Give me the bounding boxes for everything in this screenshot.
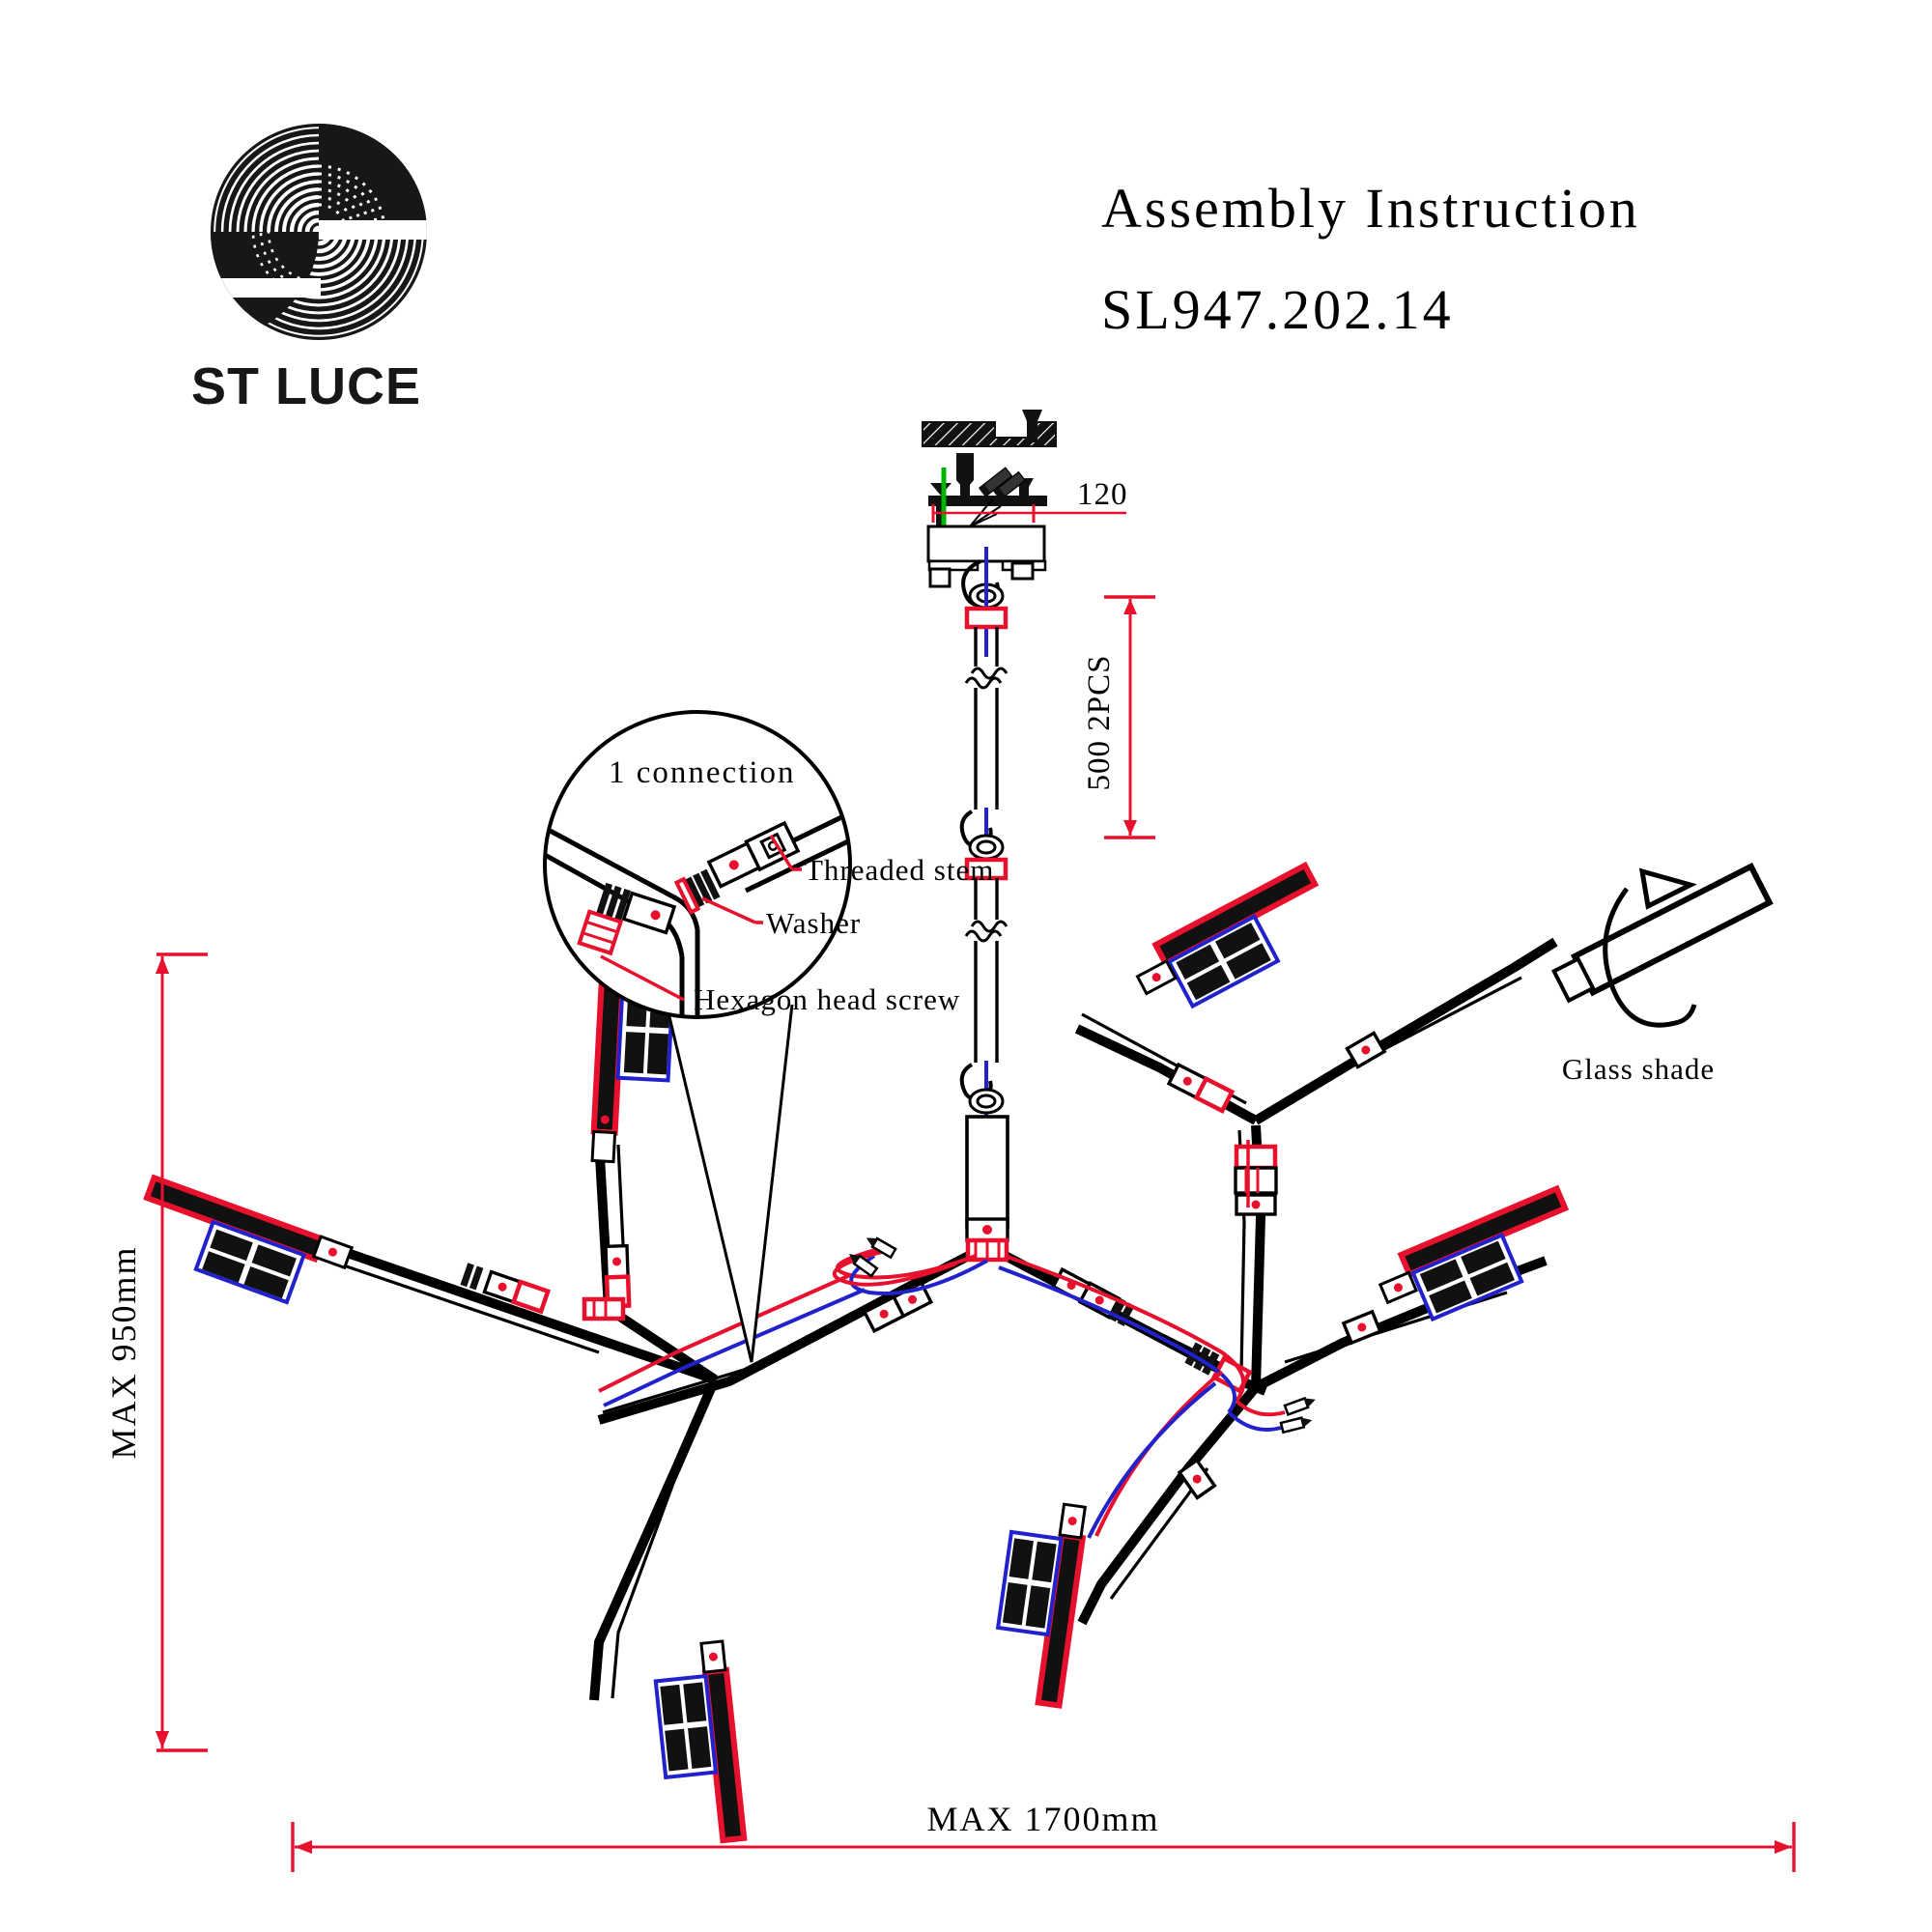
dim-rod-length: 500 2PCS xyxy=(1082,595,1155,839)
label-washer: Washer xyxy=(766,906,861,940)
leader-threaded-stem xyxy=(769,835,794,870)
ceiling-slab-icon xyxy=(922,410,1057,447)
lamp-head-upper-right xyxy=(1135,861,1320,1009)
hub-left xyxy=(302,1139,720,1701)
wire-terminal-right xyxy=(1279,1396,1316,1435)
lamp-head-bottom-left xyxy=(653,1639,748,1844)
lamp-head-left-lower xyxy=(143,1174,355,1305)
joint-connectors xyxy=(460,1031,1387,1500)
canopy-lip-left xyxy=(927,559,980,572)
central-stem xyxy=(959,580,1009,1229)
lamp-head-bottom-center xyxy=(995,1502,1088,1709)
glass-shade-label: Glass shade xyxy=(1562,1052,1715,1086)
glass-shade-callout: Glass shade xyxy=(1550,862,1774,1086)
dim-120: 120 xyxy=(931,477,1128,523)
dim-max-height-label: MAX 950mm xyxy=(104,1245,143,1459)
dim-rod-length-label: 500 2PCS xyxy=(1082,655,1117,791)
hub-center xyxy=(597,1235,1267,1425)
wire-terminal-left xyxy=(848,1236,897,1278)
dim-max-width-label: MAX 1700mm xyxy=(926,1800,1159,1838)
hub-left-inner xyxy=(337,1144,688,1699)
lamp-heads xyxy=(143,861,1570,1844)
label-hex-screw: Hexagon head screw xyxy=(694,982,960,1016)
dim-max-width: MAX 1700mm xyxy=(291,1800,1796,1872)
hub-right xyxy=(1077,1124,1548,1626)
canopy-bracket-right xyxy=(1010,561,1035,581)
dim-max-height: MAX 950mm xyxy=(104,952,208,1752)
callout-title: 1 connection xyxy=(609,755,796,790)
connection-detail-callout: 1 connection Threaded stem Washer Hexago… xyxy=(543,710,994,1363)
screw-cluster-icon xyxy=(979,467,1027,500)
leader-hex-screw xyxy=(600,954,685,1002)
page-title: Assembly Instruction xyxy=(1101,177,1640,240)
rotate-arrow-icon xyxy=(1603,887,1697,1028)
dim-120-label: 120 xyxy=(1077,477,1128,512)
brand-name: ST LUCE xyxy=(191,357,421,415)
model-number: SL947.202.14 xyxy=(1101,278,1454,341)
wall-anchor-icon xyxy=(956,453,974,496)
ceiling-mount-assembly: 120 xyxy=(922,410,1128,608)
brand-logo-icon xyxy=(211,124,427,340)
label-threaded-stem: Threaded stem xyxy=(805,853,994,887)
lamp-head-right xyxy=(1378,1184,1570,1322)
rotate-arrow-head xyxy=(1638,867,1697,910)
leader-washer xyxy=(701,896,756,924)
hub-upper-right xyxy=(1074,937,1558,1125)
canopy-bracket-left xyxy=(928,567,952,588)
wiring xyxy=(598,1140,1316,1539)
